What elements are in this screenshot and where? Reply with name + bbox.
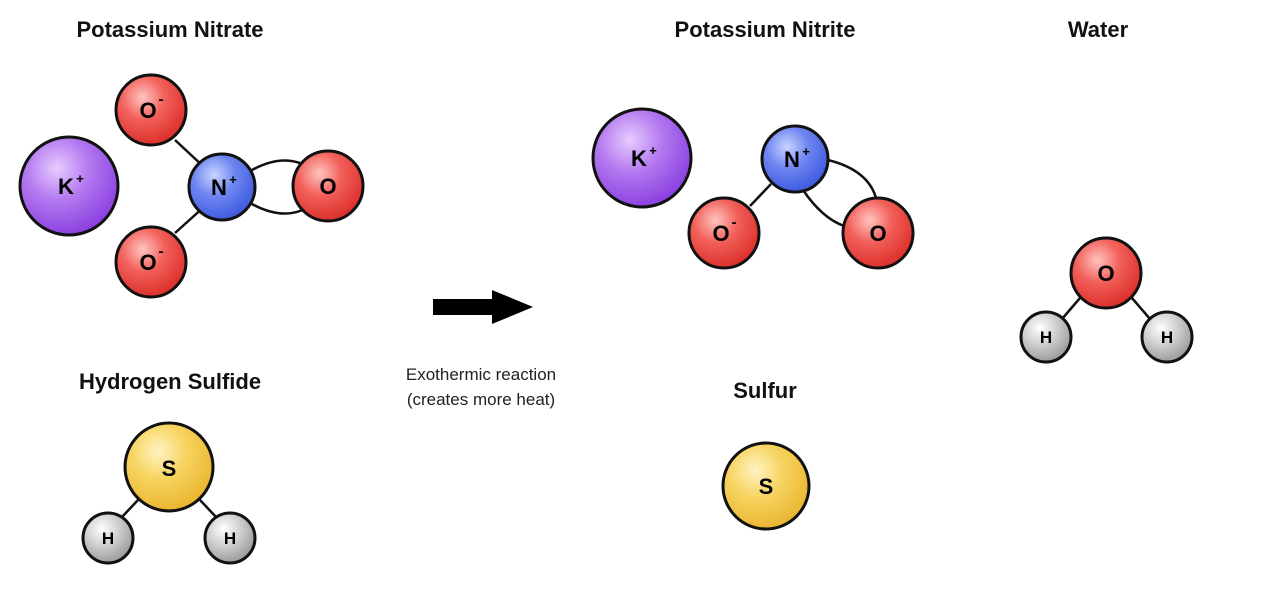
- hydrogen-sulfide-molecule: Hydrogen Sulfide S H H: [79, 369, 261, 565]
- svg-text:S: S: [162, 456, 177, 481]
- svg-text:+: +: [649, 143, 657, 158]
- oxygen-atom-double-bonded: O: [841, 196, 915, 270]
- svg-text:H: H: [102, 529, 114, 548]
- bond-n-o-left: [749, 183, 772, 207]
- bond-o-h-right: [1131, 297, 1151, 320]
- svg-text:K: K: [631, 146, 647, 171]
- potassium-atom: K +: [591, 107, 693, 209]
- svg-text:O: O: [139, 250, 156, 275]
- hydrogen-atom-left: H: [1019, 310, 1073, 364]
- bond-o-h-left: [1061, 297, 1081, 320]
- nitrogen-atom: N +: [760, 124, 830, 194]
- sulfur-title: Sulfur: [733, 378, 797, 403]
- svg-text:+: +: [229, 172, 237, 187]
- svg-text:O: O: [1097, 261, 1114, 286]
- potassium-nitrite-molecule: Potassium Nitrite K + N + O - O: [591, 17, 915, 270]
- svg-text:S: S: [759, 474, 774, 499]
- nitrogen-atom: N +: [187, 152, 257, 222]
- hydrogen-sulfide-title: Hydrogen Sulfide: [79, 369, 261, 394]
- potassium-atom: K +: [18, 135, 120, 237]
- svg-text:K: K: [58, 174, 74, 199]
- oxygen-atom-double-bonded: O: [291, 149, 365, 223]
- svg-text:O: O: [712, 221, 729, 246]
- arrow-right-icon: [433, 290, 533, 324]
- sulfur-atom: S: [123, 421, 215, 513]
- svg-text:O: O: [319, 174, 336, 199]
- double-bond-upper: [827, 158, 878, 199]
- double-bond-lower: [801, 189, 845, 228]
- oxygen-anion-atom-bottom: O -: [114, 225, 188, 299]
- hydrogen-atom-left: H: [81, 511, 135, 565]
- svg-text:-: -: [732, 214, 737, 231]
- potassium-nitrite-title: Potassium Nitrite: [675, 17, 856, 42]
- reaction-arrow: Exothermic reaction (creates more heat): [406, 290, 556, 409]
- svg-text:O: O: [139, 98, 156, 123]
- bond-s-h-right: [199, 499, 217, 518]
- svg-text:N: N: [784, 147, 800, 172]
- reaction-caption-line2: (creates more heat): [407, 390, 555, 409]
- svg-text:+: +: [802, 144, 810, 159]
- sulfur-atom: S: [721, 441, 811, 531]
- svg-text:N: N: [211, 175, 227, 200]
- potassium-nitrate-molecule: Potassium Nitrate K + O - N + O O -: [18, 17, 365, 299]
- hydrogen-atom-right: H: [203, 511, 257, 565]
- oxygen-anion-atom-top: O -: [114, 73, 188, 147]
- potassium-nitrate-title: Potassium Nitrate: [76, 17, 263, 42]
- svg-text:H: H: [224, 529, 236, 548]
- svg-text:H: H: [1040, 328, 1052, 347]
- water-molecule: Water O H H: [1019, 17, 1194, 364]
- svg-text:-: -: [159, 243, 164, 260]
- svg-text:O: O: [869, 221, 886, 246]
- reaction-caption-line1: Exothermic reaction: [406, 365, 556, 384]
- svg-text:-: -: [159, 91, 164, 108]
- water-title: Water: [1068, 17, 1129, 42]
- sulfur-product: Sulfur S: [721, 378, 811, 531]
- hydrogen-atom-right: H: [1140, 310, 1194, 364]
- oxygen-atom: O: [1069, 236, 1143, 310]
- bond-s-h-left: [121, 499, 139, 518]
- svg-text:H: H: [1161, 328, 1173, 347]
- oxygen-anion-atom: O -: [687, 196, 761, 270]
- svg-text:+: +: [76, 171, 84, 186]
